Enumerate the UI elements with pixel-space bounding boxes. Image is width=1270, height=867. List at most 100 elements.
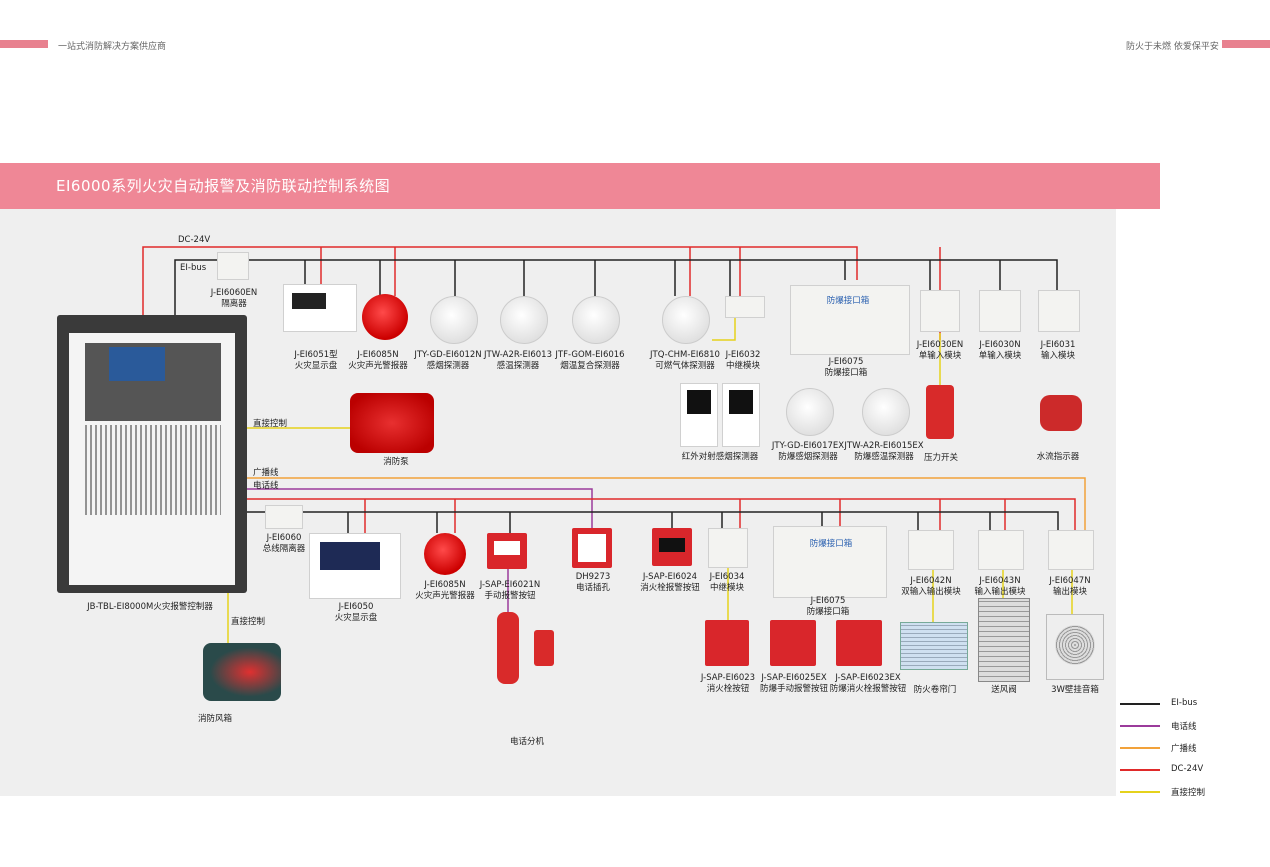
device-label-fan: 消防风箱 <box>197 714 233 724</box>
label-phone: 电话线 <box>253 481 279 491</box>
legend-line-direct <box>1120 791 1160 793</box>
fire-display-panel-top <box>283 284 357 332</box>
ex-hydrant-button <box>836 620 882 666</box>
multi-sensor-detector <box>572 296 620 344</box>
fire-display-panel-bottom <box>309 533 401 599</box>
device-label-display-top: J-EI6051型火灾显示盘 <box>294 350 338 371</box>
phone-handset-2 <box>534 630 554 666</box>
ex-heat-detector <box>862 388 910 436</box>
beam-detector-1 <box>680 383 718 447</box>
manual-call-point <box>487 533 527 569</box>
device-label-air-valve: 送风阀 <box>991 685 1017 695</box>
explosion-proof-box-bottom: 防爆接口箱 <box>773 526 887 598</box>
wall-speaker <box>1046 614 1104 680</box>
right-tagline: 防火于未燃 依爱保平安 <box>1126 42 1219 52</box>
wire-direct-relay <box>712 317 736 341</box>
sounder-strobe-top <box>362 294 408 340</box>
pressure-switch <box>926 385 954 439</box>
fire-pump <box>350 393 434 453</box>
wire-dc24v-top <box>142 246 858 318</box>
relay-module-bottom <box>708 528 748 568</box>
phone-handset <box>497 612 519 684</box>
wire-broadcast <box>247 477 1086 530</box>
controller-led-grid <box>85 425 221 515</box>
relay-module-top <box>725 296 765 318</box>
wire-eibus-bottom <box>247 511 1059 530</box>
top-right-bar <box>1222 40 1270 48</box>
fire-fan <box>203 643 281 701</box>
legend-text-eibus: EI-bus <box>1171 698 1198 708</box>
dual-io-module <box>908 530 954 570</box>
input-module-1 <box>920 290 960 332</box>
legend-line-dc24v <box>1120 769 1160 771</box>
input-module-3 <box>1038 290 1080 332</box>
hydrant-alarm-button <box>652 528 692 566</box>
legend-line-eibus <box>1120 703 1160 705</box>
device-label-pump: 消防泵 <box>383 457 409 467</box>
legend-text-phone: 电话线 <box>1171 722 1197 732</box>
input-module-2 <box>979 290 1021 332</box>
wire-eibus-top <box>174 259 1058 318</box>
heat-detector <box>500 296 548 344</box>
controller-label: JB-TBL-EI8000M火灾报警控制器 <box>87 602 213 612</box>
top-left-bar <box>0 40 48 48</box>
device-label-speaker: 3W壁挂音箱 <box>1051 685 1099 695</box>
output-module <box>1048 530 1094 570</box>
controller-screen <box>109 347 165 381</box>
legend-text-direct: 直接控制 <box>1171 788 1206 798</box>
device-label-beam: 红外对射感烟探测器 <box>681 452 759 462</box>
box-label-bottom: 防爆接口箱 <box>809 539 853 549</box>
controller-face <box>69 333 235 585</box>
supply-air-valve <box>978 598 1030 682</box>
device-label-pressure: 压力开关 <box>923 453 959 463</box>
fire-shutter-door <box>900 622 968 670</box>
device-label-waterflow: 水流指示器 <box>1036 452 1080 462</box>
label-direct-control-bottom: 直接控制 <box>231 617 266 627</box>
gas-detector <box>662 296 710 344</box>
diagram-title: EI6000系列火灾自动报警及消防联动控制系统图 <box>56 177 391 195</box>
legend-line-phone <box>1120 725 1160 727</box>
wire-dc24v-bottom <box>247 498 1076 530</box>
device-label-phone-ext: 电话分机 <box>509 737 545 747</box>
legend-text-dc24v: DC-24V <box>1171 764 1204 774</box>
hydrant-button <box>705 620 749 666</box>
water-flow-indicator <box>1040 395 1082 431</box>
title-banner <box>0 163 1160 209</box>
legend-text-broadcast: 广播线 <box>1171 744 1197 754</box>
isolator-device <box>217 252 249 280</box>
left-tagline: 一站式消防解决方案供应商 <box>58 42 167 52</box>
ex-manual-call-point <box>770 620 816 666</box>
label-direct-control-top: 直接控制 <box>253 419 288 429</box>
explosion-proof-box-top: 防爆接口箱 <box>790 285 910 355</box>
label-broadcast: 广播线 <box>253 468 279 478</box>
beam-detector-2 <box>722 383 760 447</box>
smoke-detector <box>430 296 478 344</box>
box-label-top: 防爆接口箱 <box>826 296 870 306</box>
ex-smoke-detector <box>786 388 834 436</box>
phone-jack <box>572 528 612 568</box>
label-eibus: EI-bus <box>180 263 207 273</box>
